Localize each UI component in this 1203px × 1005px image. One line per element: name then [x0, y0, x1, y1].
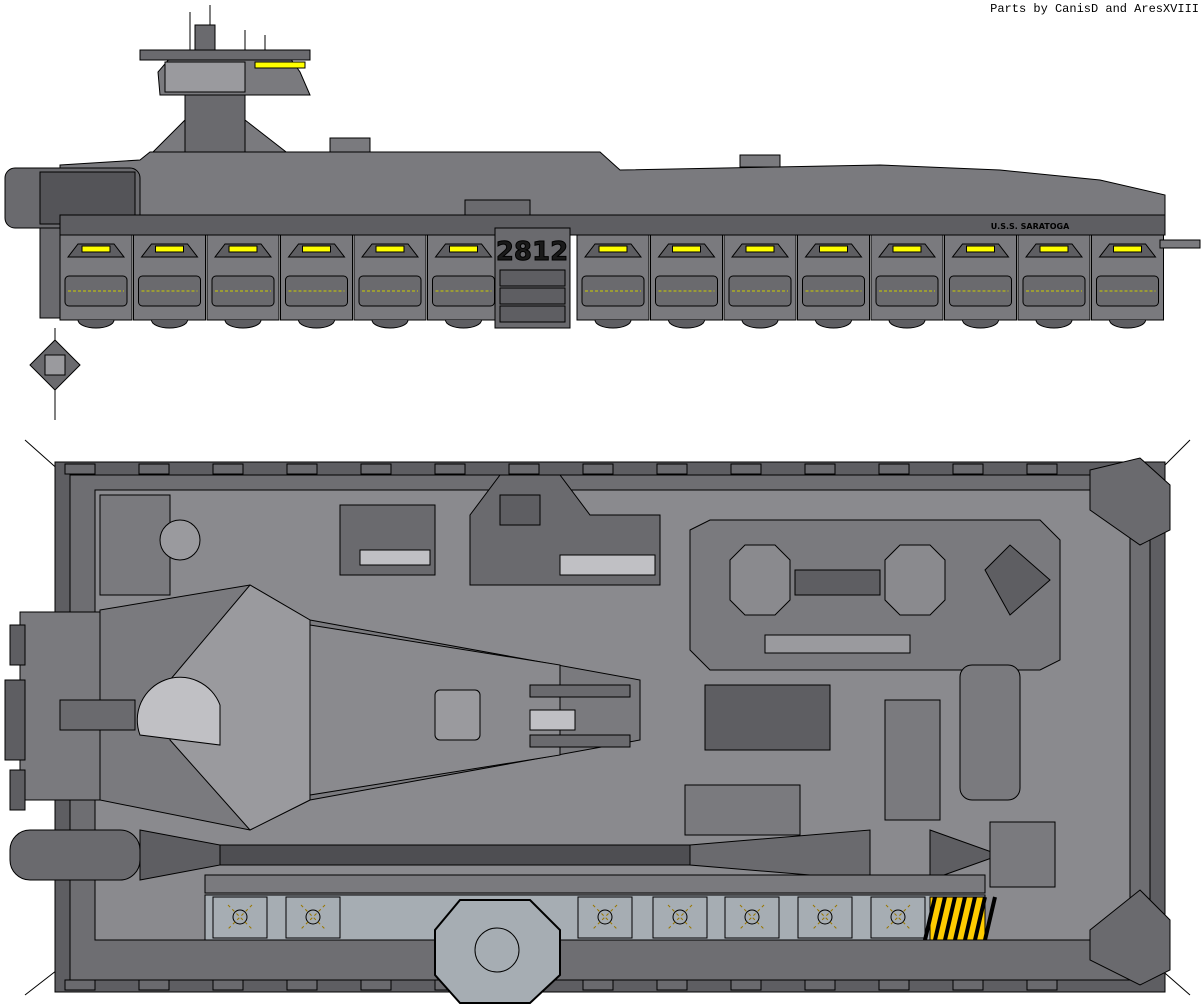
- landing-pad: [652, 896, 708, 939]
- running-lights: [745, 245, 775, 253]
- landing-pad: [577, 896, 633, 939]
- running-lights: [1039, 245, 1069, 253]
- running-lights: [302, 245, 331, 253]
- turret-upper-right: [1089, 457, 1171, 546]
- main-gun: [9, 821, 1056, 888]
- cargo-module: [1017, 234, 1091, 329]
- running-lights: [672, 245, 701, 253]
- cargo-module: [576, 234, 650, 329]
- artist-credit: Parts by CanisD and AresXVIII: [990, 2, 1199, 16]
- cargo-module: [59, 234, 133, 329]
- cargo-module: [353, 234, 427, 329]
- cargo-module: [723, 234, 797, 329]
- cargo-module: [427, 234, 500, 329]
- running-lights: [155, 245, 184, 253]
- landing-pad: [212, 896, 268, 939]
- running-lights: [1113, 245, 1142, 253]
- upper-hull: [59, 151, 1166, 216]
- sensor-pod: [29, 328, 81, 420]
- running-lights: [228, 245, 258, 253]
- side-view: 2812 U.S.S. SARATOGA: [4, 5, 1201, 420]
- running-lights: [449, 245, 478, 253]
- landing-pad: [797, 896, 853, 939]
- running-lights: [375, 245, 405, 253]
- cargo-module: [650, 234, 723, 329]
- cargo-module: [944, 234, 1017, 329]
- running-lights: [598, 245, 628, 253]
- landing-pad: [724, 896, 780, 939]
- running-lights: [966, 245, 995, 253]
- command-section: [4, 584, 641, 831]
- hull-number-block: 2812: [494, 227, 571, 329]
- cargo-module: [870, 234, 944, 329]
- central-landing-pad: [434, 899, 561, 1004]
- cargo-module: [133, 234, 206, 329]
- landing-pad: [285, 896, 341, 939]
- running-lights: [892, 245, 922, 253]
- top-view: [4, 439, 1191, 1004]
- ship-name: U.S.S. SARATOGA: [991, 222, 1070, 231]
- landing-strip: [204, 894, 997, 1004]
- cargo-module: [797, 234, 870, 329]
- cargo-module: [1091, 234, 1164, 329]
- running-lights: [819, 245, 848, 253]
- turret-lower-right: [1089, 889, 1171, 986]
- cargo-module: [206, 234, 280, 329]
- landing-pad: [870, 896, 926, 939]
- cargo-module: [280, 234, 353, 329]
- bridge-tower: [139, 5, 311, 156]
- hull-number: 2812: [496, 237, 568, 267]
- running-lights: [81, 245, 111, 253]
